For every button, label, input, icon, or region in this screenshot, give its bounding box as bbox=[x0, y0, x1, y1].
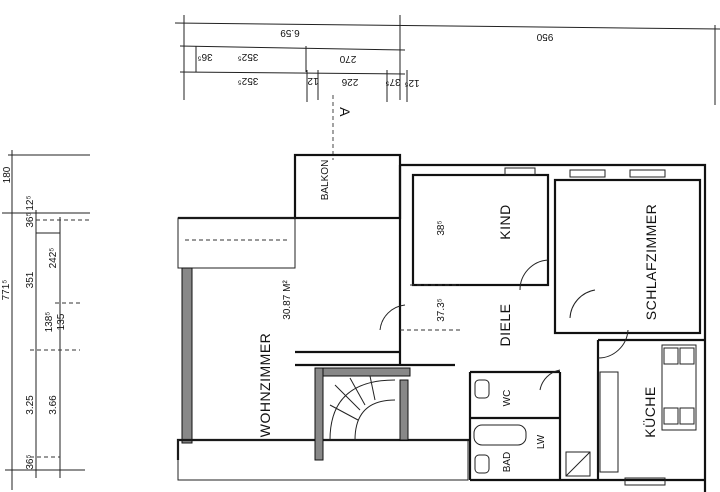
windows bbox=[504, 167, 666, 486]
room-schlafzimmer: SCHLAFZIMMER bbox=[643, 204, 659, 320]
dim-label: 242⁵ bbox=[48, 248, 59, 269]
walls bbox=[176, 153, 707, 492]
dim-label: 6.59 bbox=[280, 27, 300, 38]
top-dimension-labels: 6.59 950 36⁵ 352⁵ 270 352⁵ 12 226 37⁵ 12… bbox=[197, 27, 553, 88]
dim-label: 180 bbox=[2, 166, 13, 183]
room-wohnzimmer-area: 30.87 M² bbox=[282, 280, 293, 320]
room-lw: LW bbox=[536, 434, 547, 449]
staircase bbox=[314, 367, 411, 461]
dim-label: 138⁵ bbox=[44, 312, 55, 333]
top-dimension-lines bbox=[174, 15, 720, 105]
dim-label: 3.66 bbox=[48, 395, 59, 415]
room-balkon: BALKON bbox=[320, 160, 331, 201]
inner-dim-label: 38⁵ bbox=[436, 220, 447, 235]
room-wc: WC bbox=[502, 390, 513, 407]
dim-label: 12⁵ bbox=[404, 77, 419, 88]
dim-label: 270 bbox=[339, 53, 356, 64]
room-kind: KIND bbox=[497, 204, 513, 239]
dim-label: 3.25 bbox=[25, 395, 36, 415]
dim-label: 36⁵ bbox=[197, 51, 212, 62]
room-wohnzimmer: WOHNZIMMER bbox=[257, 333, 273, 438]
dim-label: 352⁵ bbox=[238, 75, 259, 86]
section-marker-label: A bbox=[337, 107, 353, 117]
dim-label: 12⁵ bbox=[25, 195, 36, 210]
dim-label: 226 bbox=[341, 76, 358, 87]
dim-label: 351 bbox=[25, 271, 36, 288]
room-diele: DIELE bbox=[497, 304, 513, 347]
dim-label: 771⁵ bbox=[1, 280, 12, 301]
inner-dim-label: 37.3⁵ bbox=[436, 298, 447, 322]
section-marker: A bbox=[332, 95, 353, 160]
bath-fixtures bbox=[473, 379, 591, 477]
left-dimension-lines bbox=[2, 150, 90, 490]
room-labels: WOHNZIMMER 30.87 M² BALKON KIND SCHLAFZI… bbox=[257, 160, 659, 473]
dim-label: 36⁵ bbox=[25, 212, 36, 227]
kitchen-table bbox=[599, 344, 697, 473]
dim-label: 12 bbox=[307, 75, 319, 86]
doors bbox=[379, 259, 629, 391]
dim-label: 36⁵ bbox=[25, 454, 36, 469]
room-bad: BAD bbox=[502, 452, 513, 473]
dim-label: 352⁵ bbox=[238, 51, 259, 62]
dim-label: 950 bbox=[536, 31, 553, 42]
dim-label: 135 bbox=[56, 313, 67, 330]
left-dimension-labels: 180 771⁵ 12⁵ 36⁵ 351 3.25 36⁵ 242⁵ 138⁵ … bbox=[1, 166, 67, 469]
room-kueche: KÜCHE bbox=[641, 386, 658, 438]
dim-label: 37⁵ bbox=[385, 76, 400, 87]
